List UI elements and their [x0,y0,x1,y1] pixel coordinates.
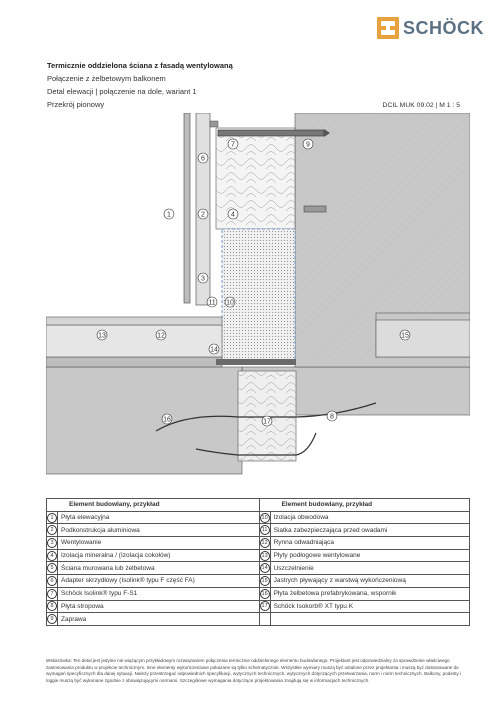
seal [216,359,296,365]
legend-label: Płyta żelbetowa prefabrykowana, wspornik [269,586,471,601]
legend-num: 3 [47,537,57,548]
legend-label: Uszczelnienie [269,561,471,576]
screed-layer [375,319,470,358]
legend-label: Wentylowanie [57,536,260,550]
legend-num: 14 [259,563,270,574]
balcony-slab [46,366,243,475]
legend-label: Adapter skrzydłowy (Isolink® typu F częś… [57,574,260,588]
legend-header-row: Element budowlany, przykład Element budo… [46,498,471,512]
subtitle-detail: Detal elewacji | połączenie na dole, war… [47,87,197,96]
legend-label: Zaprawa [57,612,260,626]
brand-name: SCHÖCK [403,18,485,38]
callout-3: 3 [197,272,209,284]
callout-14: 14 [208,343,220,355]
page-title: Termicznie oddzielona ściana z fasadą we… [47,61,233,70]
legend-num: 11 [259,525,270,536]
drawing-code: DCIL MUK 09.02 | M 1 : 5 [382,102,460,109]
subtitle-connection: Połączenie z żelbetowym balkonem [47,74,166,83]
callout-12: 12 [155,329,167,341]
legend-num: 8 [47,601,57,612]
legend-num: 16 [259,588,270,599]
callout-9: 9 [302,138,314,150]
callout-8: 8 [326,410,338,422]
legend-header-right: Element budowlany, przykład [258,498,471,512]
callout-4: 4 [227,208,239,220]
svg-text:2: 2 [201,212,205,219]
legend-num: 5 [47,563,57,574]
legend-label: Jastrych pływający z warstwą wykończenio… [269,574,471,588]
legend-row: 5 Ściana murowana lub żelbetowa 14 Uszcz… [46,561,471,576]
legend-label: Schöck Isolink® typu F-S1 [57,586,260,601]
callout-1: 1 [163,208,175,220]
svg-text:16: 16 [163,417,171,424]
callout-6: 6 [197,152,209,164]
svg-text:6: 6 [201,156,205,163]
legend-header-left: Element budowlany, przykład [46,498,260,512]
svg-text:12: 12 [157,333,165,340]
callout-11: 11 [206,296,218,308]
svg-text:10: 10 [226,300,234,307]
legend-row: 4 Izolacja mineralna / (Izolacja cokołów… [46,548,471,563]
legend-num: 2 [47,525,57,536]
legend-row: 2 Podkonstrukcja aluminiowa 11 Siatka za… [46,523,471,538]
callout-7: 7 [227,138,239,150]
legend-table: Element budowlany, przykład Element budo… [46,498,471,626]
isolink-rod [217,129,325,137]
disclaimer-note: Wskazówka: Ten detal jest jedynie nie wi… [46,658,462,683]
schock-logo-mark [377,17,399,39]
legend-num: 17 [259,601,270,612]
legend-label: Izolacja mineralna / (Izolacja cokołów) [57,548,260,563]
svg-text:17: 17 [263,419,271,426]
legend-num: 1 [47,512,57,523]
legend-num: 10 [259,512,270,523]
legend-num: 13 [259,550,270,561]
svg-text:13: 13 [98,333,106,340]
callout-17: 17 [261,415,273,427]
ventilated-floor-tiles [46,324,223,358]
facade-panel [183,113,191,304]
legend-label: Rynna odwadniająca [269,536,471,550]
legend-row: 9 Zaprawa [46,612,471,626]
legend-label: Podkonstrukcja aluminiowa [57,523,260,538]
callout-16: 16 [161,413,173,425]
subtitle-section: Przekrój pionowy [47,100,105,109]
legend-row: 7 Schöck Isolink® typu F-S1 16 Płyta żel… [46,586,471,601]
callout-10: 10 [224,296,236,308]
legend-row: 3 Wentylowanie 12 Rynna odwadniająca [46,536,471,550]
svg-text:9: 9 [306,142,310,149]
svg-text:8: 8 [330,414,334,421]
callout-15: 15 [399,329,411,341]
section-drawing: 1 2 3 4 6 7 8 9 10 11 12 13 14 15 16 17 [46,113,470,475]
legend-label: Płyta elewacyjna [57,510,260,525]
legend-num: 12 [259,537,270,548]
callout-13: 13 [96,329,108,341]
legend-label: Schöck Isokorb® XT typu K [269,599,471,614]
legend-row: 6 Adapter skrzydłowy (Isolink® typu F cz… [46,574,471,588]
svg-text:3: 3 [201,276,205,283]
legend-num: 6 [47,575,57,586]
svg-text:7: 7 [231,142,235,149]
legend-row: 8 Płyta stropowa 17 Schöck Isokorb® XT t… [46,599,471,614]
schock-logo: SCHÖCK [377,17,487,45]
legend-row: 1 Płyta elewacyjna 10 Izolacja obwodowa [46,510,471,525]
legend-num: 9 [47,614,57,625]
svg-text:4: 4 [231,212,235,219]
legend-label: Płyta stropowa [57,599,260,614]
legend-label: Siatka zabezpieczająca przed owadami [269,523,471,538]
legend-num: 7 [47,588,57,599]
legend-label: Izolacja obwodowa [269,510,471,525]
legend-num: 4 [47,550,57,561]
svg-text:15: 15 [401,333,409,340]
svg-text:1: 1 [167,212,171,219]
callout-2: 2 [197,208,209,220]
legend-num: 15 [259,575,270,586]
svg-text:11: 11 [208,300,215,307]
legend-label: Płyty podłogowe wentylowane [269,548,471,563]
svg-text:14: 14 [210,347,218,354]
legend-label: Ściana murowana lub żelbetowa [57,561,260,576]
